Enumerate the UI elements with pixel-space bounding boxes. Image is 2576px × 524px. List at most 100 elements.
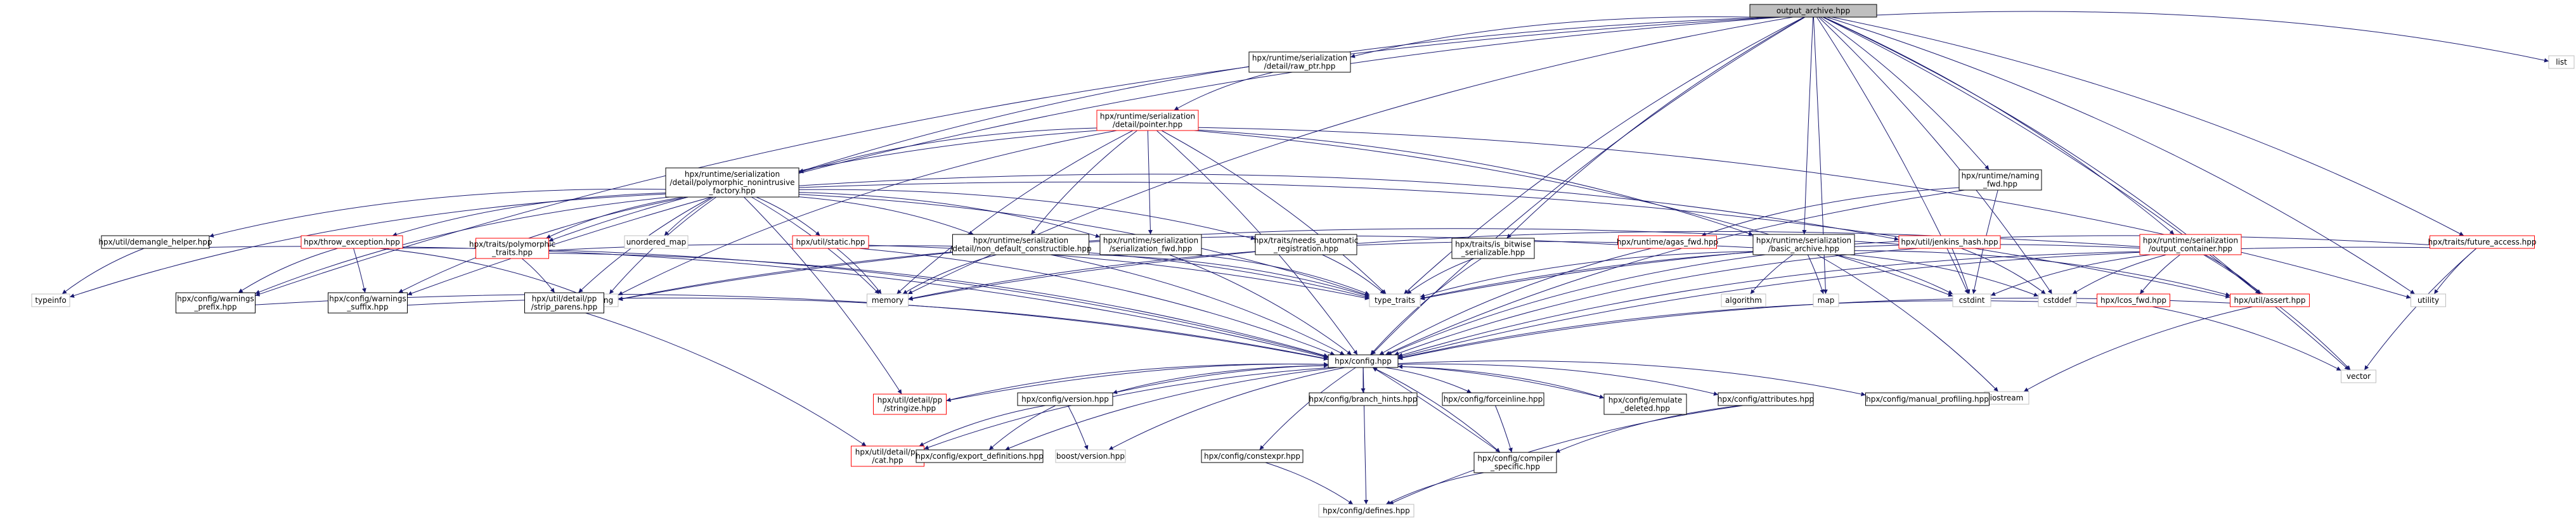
node-box-non_default[interactable] [952,234,1089,255]
node-future_access[interactable]: hpx/traits/future_access.hpp [2428,235,2537,249]
node-defines[interactable]: hpx/config/defines.hpp [1318,504,1414,518]
node-basic_archive[interactable]: hpx/runtime/serialization/basic_archive.… [1752,234,1855,255]
node-box-utility[interactable] [2411,293,2446,307]
node-box-pointer[interactable] [1096,110,1199,131]
node-box-attributes[interactable] [1718,392,1814,406]
node-emulate_deleted[interactable]: hpx/config/emulate_deleted.hpp [1603,393,1687,415]
node-typeinfo[interactable]: typeinfo [31,293,70,307]
node-box-memory[interactable] [867,293,909,307]
node-box-throw_exception[interactable] [301,235,403,249]
node-box-defines[interactable] [1318,504,1414,518]
node-stringize[interactable]: hpx/util/detail/pp/stringize.hpp [873,393,947,415]
node-box-version[interactable] [1017,392,1113,406]
node-config[interactable]: hpx/config.hpp [1328,354,1399,368]
node-naming_fwd[interactable]: hpx/runtime/naming_fwd.hpp [1958,169,2042,191]
node-box-unordered_map[interactable] [624,235,689,249]
edge-polymorphic-to-stringize [744,196,902,395]
node-box-basic_archive[interactable] [1752,234,1855,255]
node-box-constexpr[interactable] [1201,449,1304,463]
node-box-needs_auto[interactable] [1255,234,1357,255]
node-algorithm[interactable]: algorithm [1721,293,1766,307]
node-manual_profiling[interactable]: hpx/config/manual_profiling.hpp [1865,392,1990,406]
node-warn_prefix[interactable]: hpx/config/warnings_prefix.hpp [176,292,256,314]
node-warn_suffix[interactable]: hpx/config/warnings_suffix.hpp [328,292,408,314]
node-box-vector[interactable] [2341,369,2376,383]
node-box-type_traits[interactable] [1369,293,1421,307]
node-box-cat[interactable] [851,445,924,467]
node-box-cstdint[interactable] [1952,293,1991,307]
node-cstdint[interactable]: cstdint [1952,293,1991,307]
node-forceinline[interactable]: hpx/config/forceinline.hpp [1442,392,1544,406]
node-demangle[interactable]: hpx/util/demangle_helper.hpp [98,235,212,249]
node-box-export_defs[interactable] [916,449,1044,463]
node-box-boost_version[interactable] [1055,449,1126,463]
node-compiler_specific[interactable]: hpx/config/compiler_specific.hpp [1473,452,1557,473]
node-boost_version[interactable]: boost/version.hpp [1055,449,1126,463]
node-box-static[interactable] [792,235,869,249]
node-label-naming_fwd-0: hpx/runtime/naming [1962,172,2040,181]
node-assert[interactable]: hpx/util/assert.hpp [2230,293,2310,307]
node-box-emulate_deleted[interactable] [1603,393,1687,415]
node-box-manual_profiling[interactable] [1865,392,1990,406]
node-box-forceinline[interactable] [1442,392,1544,406]
node-box-poly_traits[interactable] [476,238,549,259]
node-box-strip_parens[interactable] [524,292,604,314]
node-box-demangle[interactable] [101,235,210,249]
node-raw_ptr[interactable]: hpx/runtime/serialization/detail/raw_ptr… [1248,51,1351,73]
node-box-naming_fwd[interactable] [1958,169,2042,191]
node-box-warn_prefix[interactable] [176,292,256,314]
node-box-future_access[interactable] [2430,235,2535,249]
node-is_bitwise[interactable]: hpx/traits/is_bitwise_serializable.hpp [1451,238,1535,259]
node-needs_auto[interactable]: hpx/traits/needs_automatic_registration.… [1254,234,1359,255]
node-box-compiler_specific[interactable] [1473,452,1557,473]
node-box-lcos_fwd[interactable] [2097,293,2170,307]
node-box-warn_suffix[interactable] [328,292,408,314]
node-agas_fwd[interactable]: hpx/runtime/agas_fwd.hpp [1617,235,1718,249]
node-root[interactable]: output_archive.hpp [1749,4,1877,18]
node-box-assert[interactable] [2230,293,2310,307]
node-box-is_bitwise[interactable] [1451,238,1535,259]
node-box-polymorphic[interactable] [665,167,799,198]
node-box-typeinfo[interactable] [31,293,70,307]
node-cstddef[interactable]: cstddef [2038,293,2077,307]
node-version[interactable]: hpx/config/version.hpp [1017,392,1113,406]
node-list[interactable]: list [2548,55,2575,69]
node-unordered_map[interactable]: unordered_map [624,235,689,249]
node-box-stringize[interactable] [873,393,947,415]
node-map[interactable]: map [1813,293,1839,307]
node-constexpr[interactable]: hpx/config/constexpr.hpp [1201,449,1304,463]
node-box-cstddef[interactable] [2038,293,2077,307]
node-box-raw_ptr[interactable] [1248,51,1351,73]
node-poly_traits[interactable]: hpx/traits/polymorphic_traits.hpp [469,238,555,259]
node-box-map[interactable] [1813,293,1839,307]
node-vector[interactable]: vector [2341,369,2376,383]
node-ser_fwd[interactable]: hpx/runtime/serialization/serialization_… [1099,234,1202,255]
node-branch_hints[interactable]: hpx/config/branch_hints.hpp [1309,392,1418,406]
node-static[interactable]: hpx/util/static.hpp [792,235,869,249]
node-memory[interactable]: memory [867,293,909,307]
node-cat[interactable]: hpx/util/detail/pp/cat.hpp [851,445,924,467]
node-box-config[interactable] [1328,354,1399,368]
node-box-output_container[interactable] [2139,234,2242,255]
node-box-algorithm[interactable] [1721,293,1766,307]
node-attributes[interactable]: hpx/config/attributes.hpp [1718,392,1814,406]
node-box-list[interactable] [2548,55,2575,69]
node-throw_exception[interactable]: hpx/throw_exception.hpp [301,235,403,249]
node-output_container[interactable]: hpx/runtime/serialization/output_contain… [2139,234,2242,255]
node-box-ser_fwd[interactable] [1099,234,1202,255]
node-box-agas_fwd[interactable] [1618,235,1717,249]
node-export_defs[interactable]: hpx/config/export_definitions.hpp [916,449,1044,463]
node-strip_parens[interactable]: hpx/util/detail/pp/strip_parens.hpp [524,292,604,314]
node-pointer[interactable]: hpx/runtime/serialization/detail/pointer… [1096,110,1199,131]
node-jenkins[interactable]: hpx/util/jenkins_hash.hpp [1898,235,2001,249]
node-non_default[interactable]: hpx/runtime/serialization/detail/non_def… [950,234,1092,255]
node-utility[interactable]: utility [2411,293,2446,307]
node-box-branch_hints[interactable] [1309,392,1418,406]
node-iostream[interactable]: iostream [1984,391,2029,405]
node-lcos_fwd[interactable]: hpx/lcos_fwd.hpp [2097,293,2170,307]
edge-non_default-to-type_traits [1089,254,1370,298]
node-type_traits[interactable]: type_traits [1369,293,1421,307]
node-box-root[interactable] [1749,4,1877,18]
node-polymorphic[interactable]: hpx/runtime/serialization/detail/polymor… [665,167,799,198]
node-box-jenkins[interactable] [1898,235,2001,249]
